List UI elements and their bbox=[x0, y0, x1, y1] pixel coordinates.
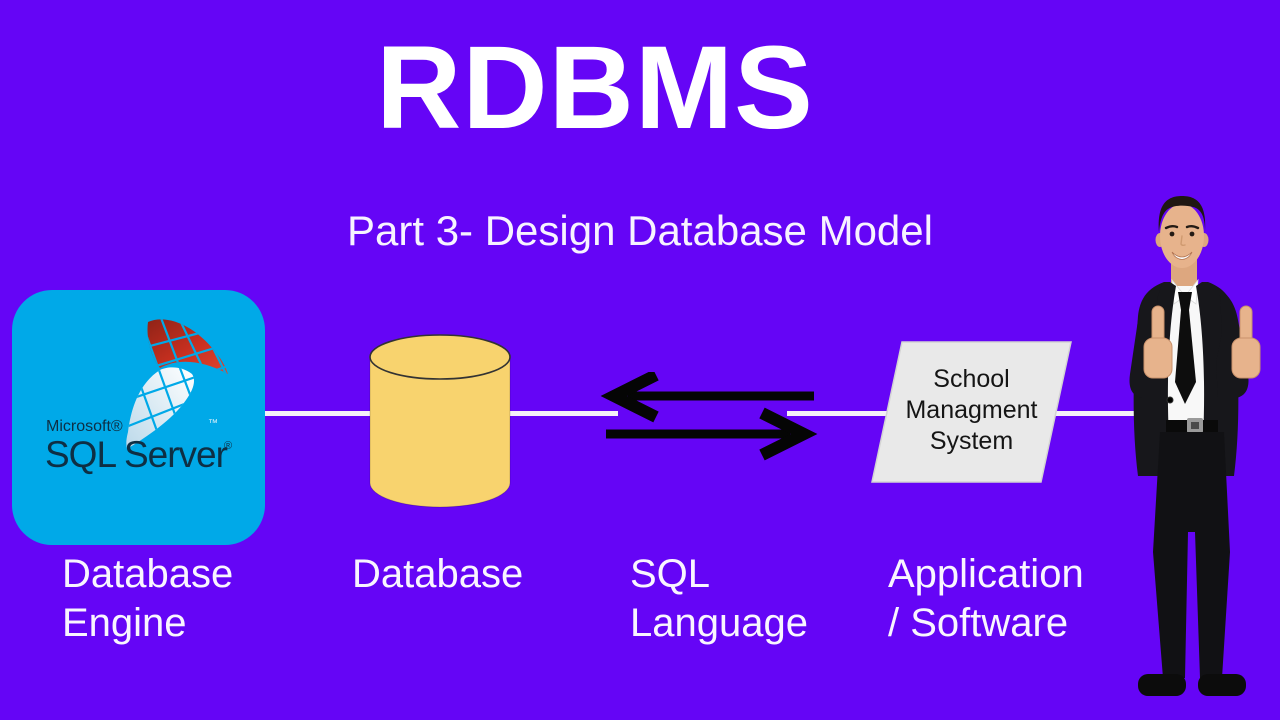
arrow-right-icon bbox=[606, 407, 818, 461]
database-cylinder-icon bbox=[369, 334, 511, 508]
label-line: Engine bbox=[62, 601, 187, 645]
parallelogram-line-2: Managment bbox=[905, 396, 1038, 424]
bidirectional-arrows-icon bbox=[600, 372, 818, 461]
sql-server-swoosh-icon bbox=[126, 319, 228, 449]
page-subtitle: Part 3- Design Database Model bbox=[347, 207, 933, 254]
presenter-tie bbox=[1175, 292, 1196, 404]
man-thumbs-up-figure bbox=[1129, 196, 1261, 696]
label-line: Application bbox=[888, 552, 1084, 596]
presenter-head bbox=[1155, 196, 1209, 268]
parallelogram-line-3: System bbox=[929, 427, 1014, 455]
label-line: / Software bbox=[888, 601, 1069, 645]
presenter-shoes bbox=[1138, 674, 1246, 696]
presenter-belt-buckle-inner bbox=[1191, 422, 1199, 429]
label-database-engine: Database Engine bbox=[62, 550, 233, 648]
microsoft-wordmark: Microsoft® bbox=[46, 418, 123, 435]
arrow-left-icon bbox=[600, 372, 814, 423]
parallelogram-line-1: School bbox=[933, 365, 1010, 393]
sql-server-tile: ™ Microsoft® SQL Server ® bbox=[12, 290, 265, 545]
label-line: Database bbox=[62, 552, 234, 596]
label-database: Database bbox=[352, 550, 523, 599]
presenter-thumbs-up-hands bbox=[1143, 305, 1261, 379]
registered-mark: ® bbox=[224, 440, 233, 452]
presenter-pants bbox=[1153, 432, 1230, 678]
trademark-mark: ™ bbox=[208, 418, 218, 429]
application-parallelogram bbox=[871, 341, 1072, 483]
label-line: Language bbox=[630, 601, 808, 645]
sql-server-wordmark: SQL Server bbox=[45, 434, 228, 475]
label-application-software: Application / Software bbox=[888, 550, 1084, 648]
label-line: Database bbox=[352, 552, 524, 596]
application-parallelogram-text: School Managment System bbox=[884, 364, 1059, 457]
page-title: RDBMS bbox=[376, 22, 814, 154]
label-sql-language: SQL Language bbox=[630, 550, 808, 648]
label-line: SQL bbox=[630, 552, 711, 596]
